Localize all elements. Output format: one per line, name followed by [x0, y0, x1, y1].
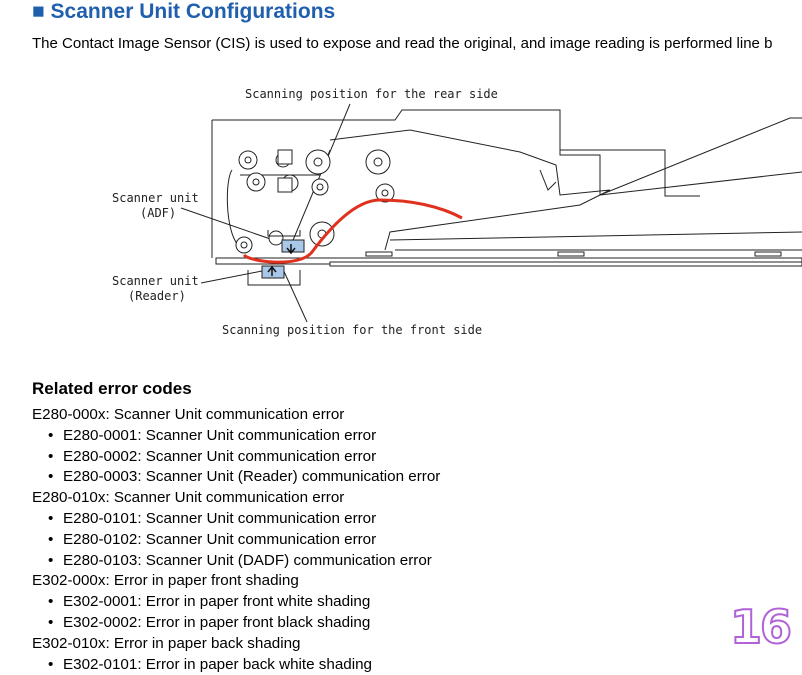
error-item: •E280-0103: Scanner Unit (DADF) communic…: [48, 551, 432, 569]
rollers: [235, 149, 395, 254]
error-group-code: E280-000x: Scanner Unit communication er…: [32, 406, 345, 423]
error-item: •E280-0101: Scanner Unit communication e…: [48, 509, 377, 527]
page-title: ■ Scanner Unit Configurations: [32, 0, 336, 23]
label-reader-line2: (Reader): [128, 289, 186, 303]
error-item: •E302-0001: Error in paper front white s…: [48, 593, 371, 611]
scanner-diagram: Scanning position for the rear side Scan…: [112, 87, 802, 337]
label-front-side: Scanning position for the front side: [222, 323, 482, 337]
error-item: •E280-0102: Scanner Unit communication e…: [48, 530, 377, 548]
platen-glass: [215, 251, 802, 267]
error-group-code: E280-010x: Scanner Unit communication er…: [32, 489, 345, 507]
error-group-code: E302-000x: Error in paper front shading: [32, 572, 299, 590]
error-item: •E302-0002: Error in paper front black s…: [48, 613, 371, 631]
reader-scanner-sensor: [261, 265, 285, 279]
error-item: •E302-0101: Error in paper back white sh…: [48, 655, 373, 673]
intro-text: The Contact Image Sensor (CIS) is used t…: [32, 35, 773, 52]
front-scan-arrow: [267, 265, 277, 276]
error-item: •E280-0001: Scanner Unit communication e…: [48, 426, 377, 444]
paper-path: [242, 198, 463, 264]
label-adf-line1: Scanner unit: [112, 191, 199, 205]
related-error-codes-heading: Related error codes: [32, 379, 192, 398]
label-reader-line1: Scanner unit: [112, 274, 199, 288]
error-code-list: E280-000x: Scanner Unit communication er…: [32, 405, 440, 675]
rear-scan-arrow: [286, 244, 296, 255]
adf-housing: [211, 109, 802, 258]
error-item: •E280-0002: Scanner Unit communication e…: [48, 447, 377, 465]
leader-lines: [180, 103, 351, 323]
error-item: •E280-0003: Scanner Unit (Reader) commun…: [48, 468, 441, 486]
page-number: 16: [729, 599, 793, 655]
label-adf-line2: (ADF): [140, 206, 176, 220]
error-group-code: E302-010x: Error in paper back shading: [32, 634, 301, 652]
label-rear-side: Scanning position for the rear side: [245, 87, 498, 101]
